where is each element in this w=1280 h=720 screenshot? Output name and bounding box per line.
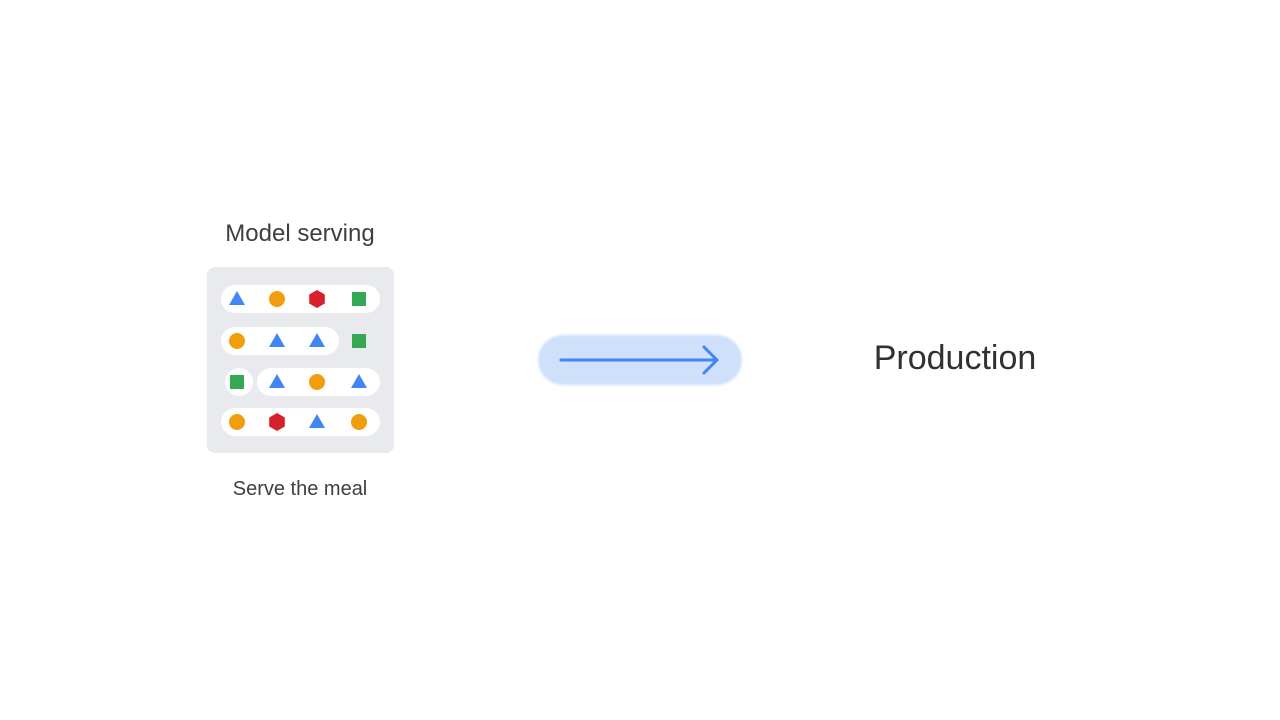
triangle-icon: [309, 333, 325, 347]
circle-icon: [309, 374, 325, 390]
serve-the-meal-caption: Serve the meal: [232, 478, 368, 500]
arrow-to-production: [536, 333, 744, 387]
model-serving-title: Model serving: [225, 220, 375, 247]
circle-icon: [229, 414, 245, 430]
square-icon: [352, 292, 366, 306]
row-pill-1: [221, 285, 380, 313]
triangle-icon: [269, 374, 285, 388]
square-icon: [230, 375, 244, 389]
circle-icon: [269, 291, 285, 307]
row-pill-4: [221, 408, 380, 436]
meal-tray-graphic: [221, 285, 380, 436]
arrow-head: [702, 345, 719, 375]
production-label: Production: [873, 339, 1037, 377]
triangle-icon: [269, 333, 285, 347]
hexagon-icon: [309, 290, 325, 308]
meal-tray: [207, 267, 394, 453]
circle-icon: [229, 333, 245, 349]
circle-icon: [351, 414, 367, 430]
triangle-icon: [351, 374, 367, 388]
triangle-icon: [229, 291, 245, 305]
right-arrow-icon: [538, 335, 742, 385]
square-icon: [352, 334, 366, 348]
food-items: [229, 290, 367, 431]
hexagon-icon: [269, 413, 285, 431]
triangle-icon: [309, 414, 325, 428]
